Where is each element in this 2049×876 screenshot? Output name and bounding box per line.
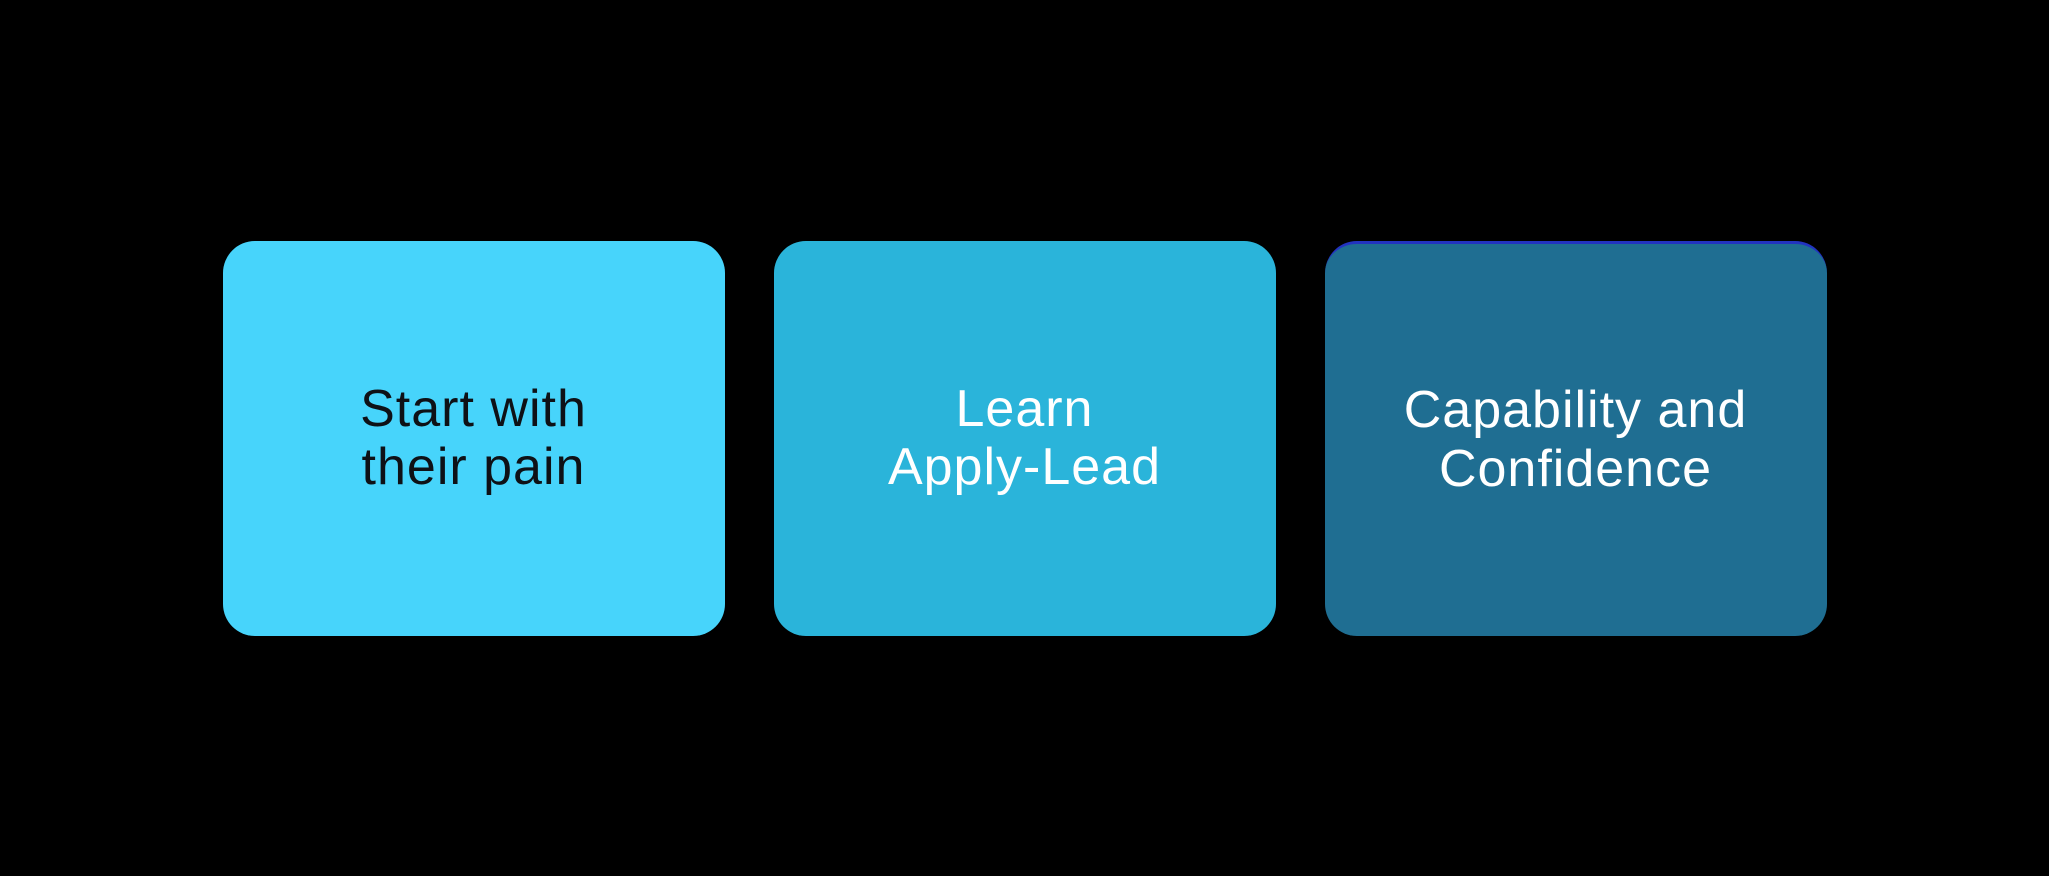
- card-capability-and-confidence: Capability and Confidence: [1324, 240, 1827, 636]
- card-learn-apply-lead: Learn Apply-Lead: [773, 240, 1276, 636]
- card-start-with-their-pain: Start with their pain: [222, 240, 725, 636]
- card-label-line: Start with: [360, 379, 587, 438]
- card-label-line: Apply-Lead: [887, 438, 1162, 496]
- card-label-line: Capability and: [1403, 381, 1748, 440]
- card-label-line: their pain: [361, 438, 586, 496]
- cards-row: Start with their pain Learn Apply-Lead C…: [222, 240, 1827, 636]
- card-label: Learn Apply-Lead: [888, 380, 1161, 496]
- card-label: Capability and Confidence: [1404, 381, 1748, 497]
- card-label: Start with their pain: [360, 380, 587, 496]
- card-label-line: Confidence: [1438, 439, 1713, 498]
- card-label-line: Learn: [955, 379, 1094, 438]
